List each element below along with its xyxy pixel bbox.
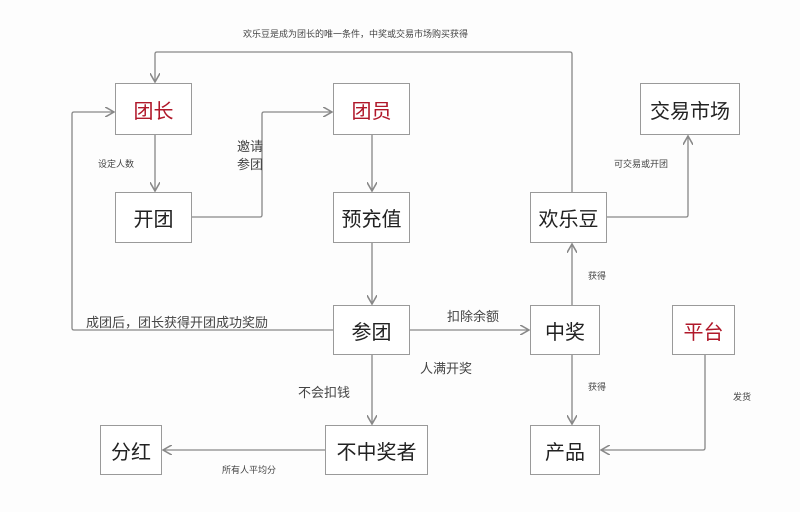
node-happy-beans: 欢乐豆	[530, 192, 607, 243]
label-split-even: 所有人平均分	[222, 466, 277, 476]
label-ship: 发货	[733, 393, 752, 403]
label-invite-2: 参团	[237, 158, 264, 173]
node-platform: 平台	[672, 305, 735, 355]
label-obtain-beans: 获得	[588, 272, 607, 282]
label-tradeable: 可交易或开团	[614, 160, 669, 170]
node-leader: 团长	[115, 83, 192, 135]
label-invite-1: 邀请	[237, 140, 264, 155]
node-join-group: 参团	[333, 305, 410, 355]
label-no-charge: 不会扣钱	[298, 386, 351, 401]
node-open-group: 开团	[115, 192, 192, 243]
arrow-join-to-leader	[71, 112, 333, 331]
arrow-beans-to-leader	[155, 51, 573, 192]
node-product: 产品	[530, 425, 600, 475]
label-full-draw: 人满开奖	[420, 362, 473, 377]
node-member: 团员	[333, 83, 410, 135]
node-win: 中奖	[530, 305, 600, 355]
arrow-beans-to-market	[607, 136, 688, 218]
label-set-count: 设定人数	[98, 160, 135, 170]
node-non-winner: 不中奖者	[325, 425, 428, 475]
node-market: 交易市场	[640, 83, 740, 135]
arrow-platform-to-product	[601, 355, 706, 450]
label-group-reward: 成团后，团长获得开团成功奖励	[86, 316, 269, 331]
node-dividend: 分红	[100, 425, 162, 475]
label-obtain-product: 获得	[588, 383, 607, 393]
node-prepay: 预充值	[333, 192, 410, 243]
label-deduct: 扣除余额	[447, 310, 500, 325]
arrow-open-to-member	[192, 112, 332, 218]
label-top-note: 欢乐豆是成为团长的唯一条件，中奖或交易市场购买获得	[243, 30, 469, 40]
